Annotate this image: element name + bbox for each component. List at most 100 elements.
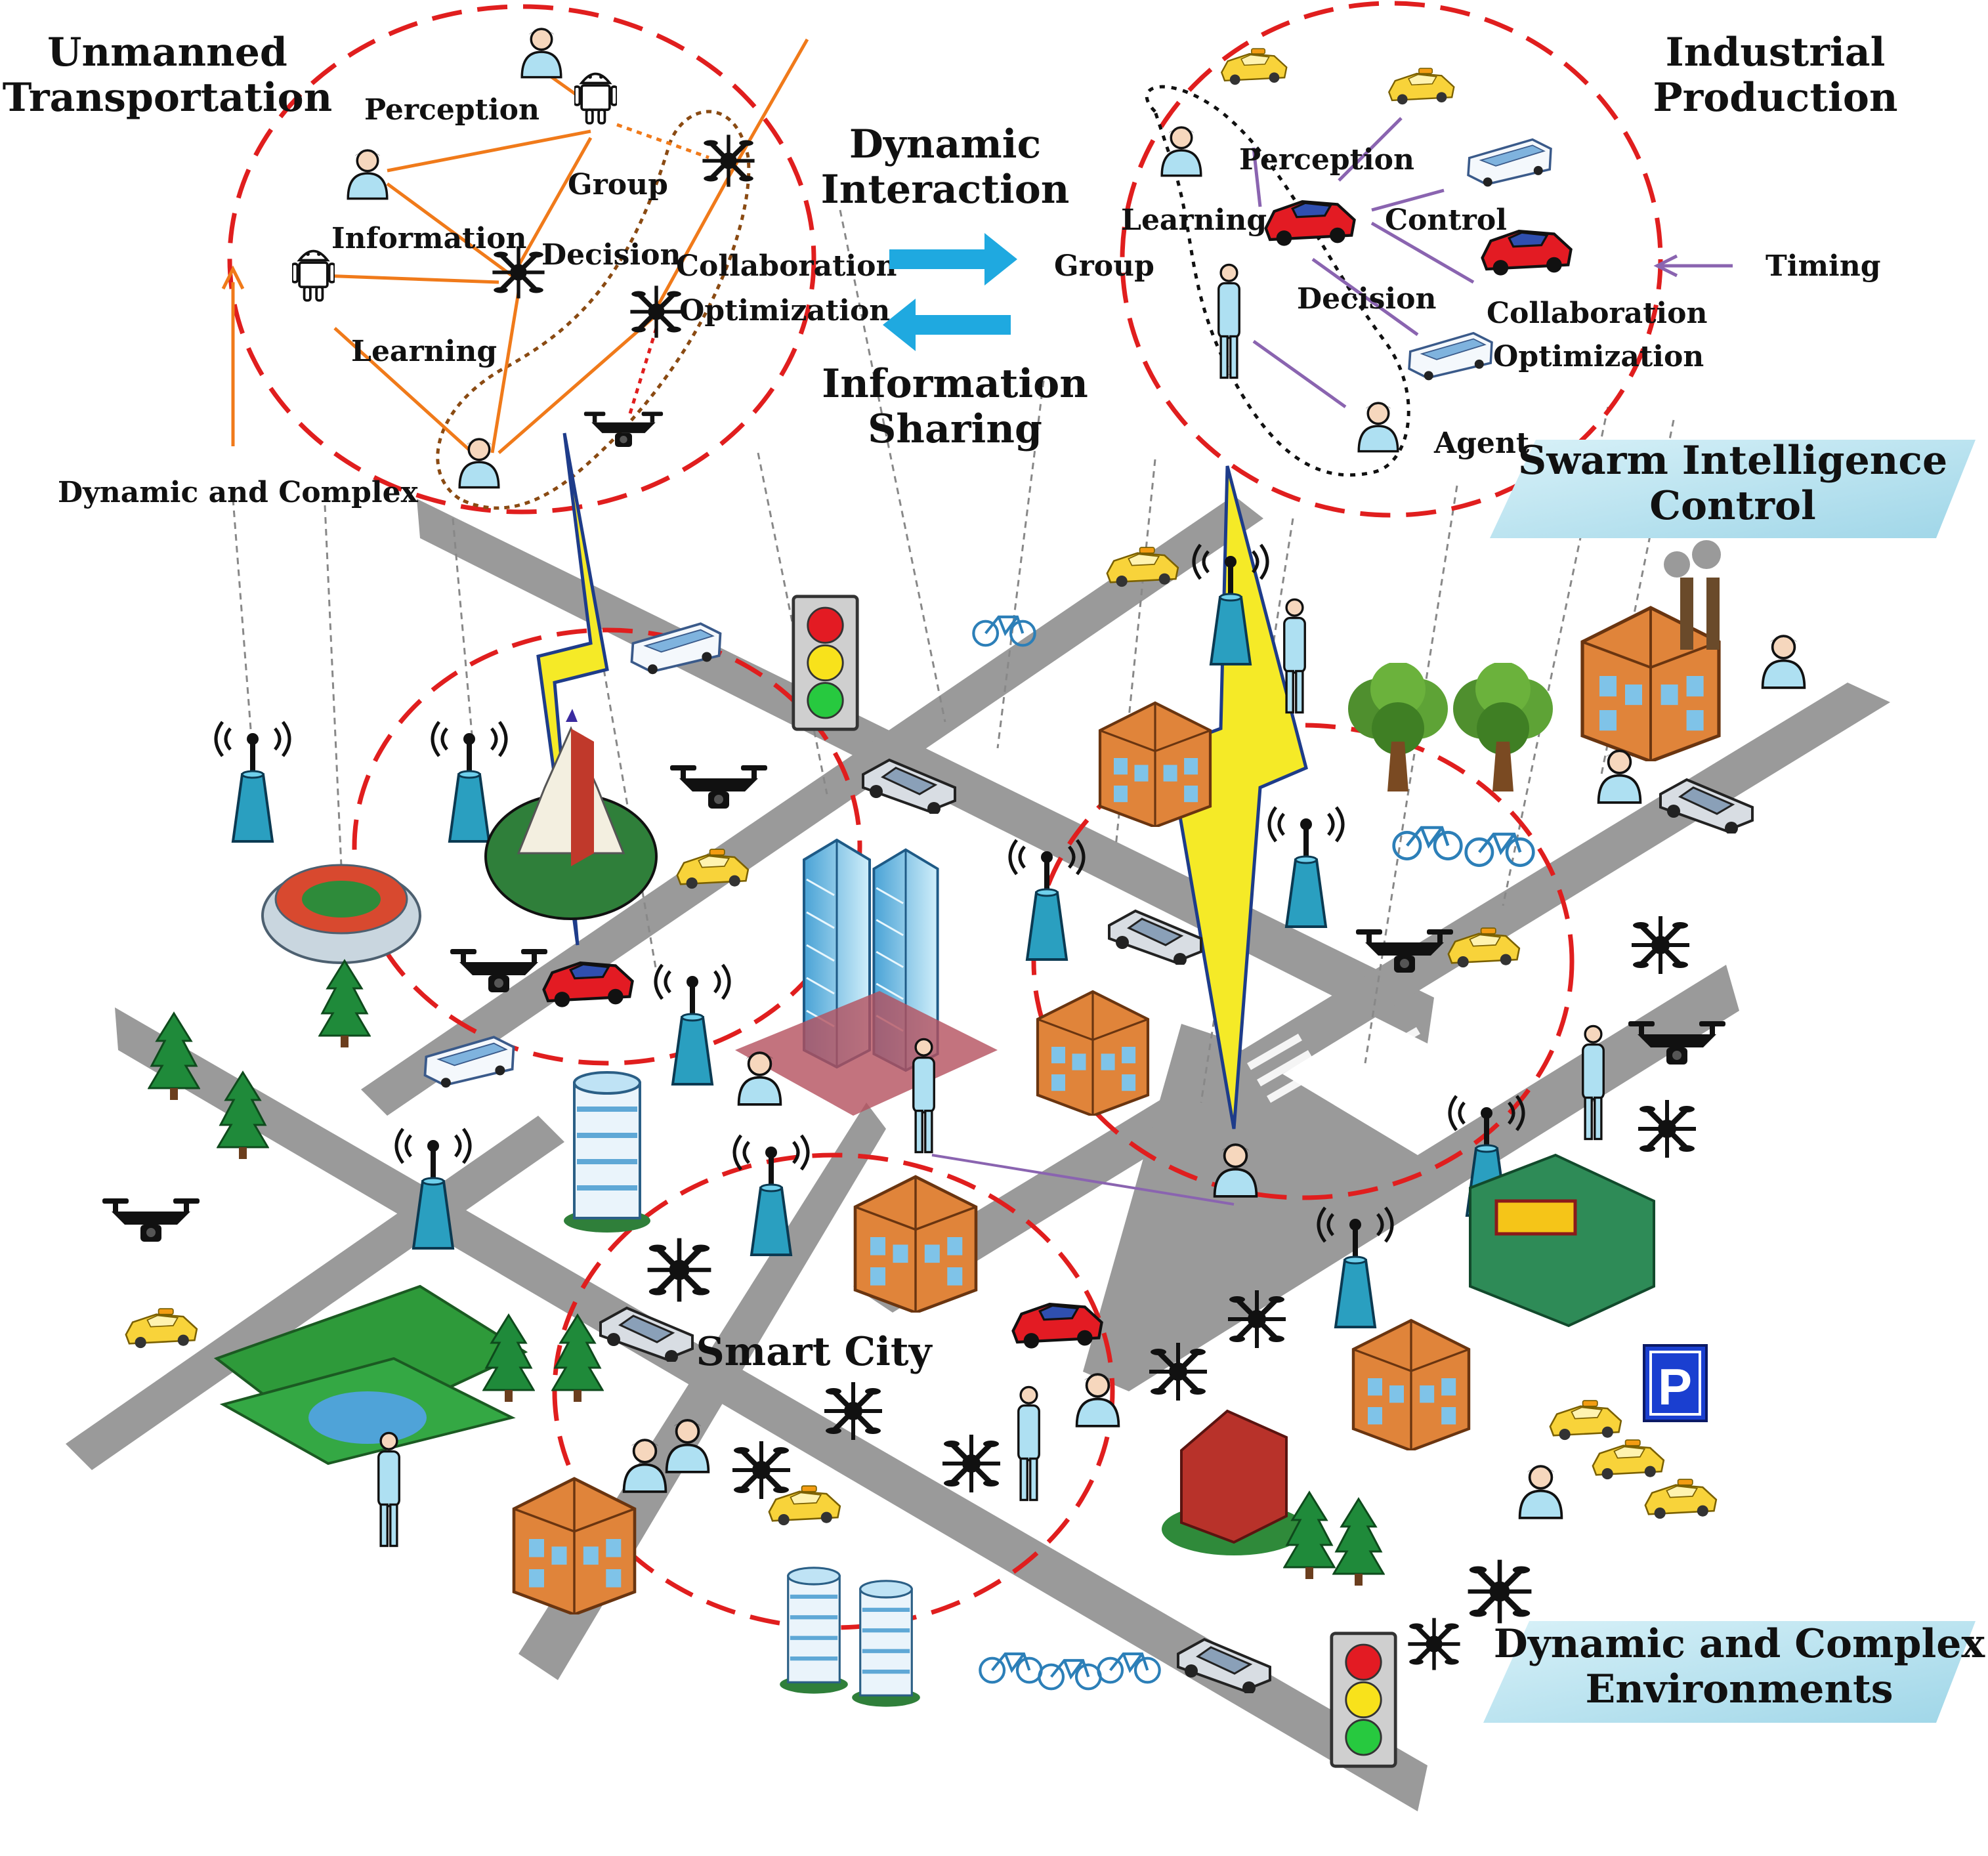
office-tower-icon bbox=[852, 1581, 920, 1707]
arrow-right-icon bbox=[889, 233, 1017, 285]
drone-icon bbox=[1228, 1290, 1286, 1348]
label-perception: Perception bbox=[364, 93, 539, 127]
drone-icon bbox=[583, 411, 664, 447]
drone-icon bbox=[630, 285, 682, 337]
apartment-icon bbox=[1100, 703, 1210, 827]
taxi-icon bbox=[1388, 67, 1455, 106]
drone-icon bbox=[1638, 1100, 1696, 1158]
castle-icon bbox=[484, 709, 658, 920]
car-icon bbox=[1013, 1304, 1102, 1349]
drone-icon bbox=[732, 1441, 790, 1499]
traffic-light-icon bbox=[1332, 1634, 1395, 1766]
office-tower-icon bbox=[780, 1568, 848, 1694]
city-zone-circle bbox=[552, 1152, 1115, 1630]
parking-sign-icon: P bbox=[1643, 1344, 1708, 1422]
industrial-production-cluster: Perception Learning Control Group Decisi… bbox=[1054, 1, 1880, 518]
standing-person-icon bbox=[1283, 598, 1306, 714]
person-icon bbox=[1518, 1465, 1563, 1519]
drone-icon bbox=[824, 1382, 882, 1440]
label-learning-right: Learning bbox=[1121, 203, 1267, 237]
lightning-icon bbox=[536, 432, 609, 946]
bicycle-icon bbox=[1098, 1654, 1159, 1682]
taxi-icon bbox=[1592, 1439, 1665, 1481]
label-control: Control bbox=[1385, 203, 1507, 237]
label-learning: Learning bbox=[351, 335, 497, 368]
label-smart-city: Smart City bbox=[696, 1329, 933, 1375]
apartment-icon bbox=[1038, 992, 1148, 1116]
barn-icon bbox=[1162, 1409, 1306, 1555]
city-objects: P Smart City bbox=[102, 540, 1806, 1766]
taxi-icon bbox=[125, 1307, 198, 1349]
label-decision: Decision bbox=[541, 238, 681, 272]
gas-station-icon bbox=[1469, 1153, 1655, 1328]
label-agent: Agent bbox=[1433, 427, 1530, 460]
drone-icon bbox=[1408, 1618, 1460, 1670]
tree-icon bbox=[1283, 1491, 1336, 1580]
person-icon bbox=[1761, 635, 1806, 689]
car-icon bbox=[1266, 201, 1355, 246]
drone-icon bbox=[1468, 1560, 1532, 1624]
parking-letter: P bbox=[1658, 1358, 1692, 1416]
label-collaboration-right: Collaboration bbox=[1487, 297, 1708, 330]
radio-tower-icon bbox=[656, 965, 729, 1084]
person-icon bbox=[1357, 402, 1399, 453]
label-group-right: Group bbox=[1054, 249, 1154, 283]
label-group: Group bbox=[568, 168, 668, 201]
drone-icon bbox=[648, 1238, 711, 1302]
label-dynamic-and-complex: Dynamic and Complex bbox=[58, 476, 419, 509]
radio-tower-icon bbox=[216, 722, 289, 841]
tree-icon bbox=[318, 960, 371, 1049]
apartment-icon bbox=[1353, 1320, 1469, 1450]
park-icon bbox=[213, 1284, 528, 1466]
plaza-icon bbox=[735, 991, 998, 1116]
tree-icon bbox=[1348, 663, 1448, 791]
bicycle-icon bbox=[1394, 828, 1462, 859]
label-decision-right: Decision bbox=[1297, 282, 1436, 316]
radio-tower-icon bbox=[1010, 840, 1084, 960]
standing-person-icon bbox=[1017, 1385, 1040, 1502]
drone-icon bbox=[1632, 916, 1689, 974]
link-line bbox=[931, 1154, 1235, 1206]
factory-icon bbox=[1582, 540, 1721, 761]
clock-tower-icon bbox=[855, 1177, 976, 1313]
label-collaboration: Collaboration bbox=[676, 249, 897, 283]
city-zone-circle bbox=[1031, 723, 1575, 1200]
radio-tower-icon bbox=[1269, 807, 1343, 927]
drone-icon bbox=[1149, 1343, 1207, 1401]
stadium-icon bbox=[261, 864, 421, 964]
person-icon bbox=[347, 149, 389, 200]
city-zone-circle bbox=[352, 627, 862, 1066]
drone-icon bbox=[942, 1435, 1000, 1492]
label-information: Information bbox=[331, 222, 526, 255]
bicycle-icon bbox=[980, 1654, 1041, 1682]
drone-icon bbox=[702, 135, 754, 186]
taxi-icon bbox=[1644, 1478, 1718, 1520]
tree-icon bbox=[1453, 663, 1553, 791]
bus-icon bbox=[1408, 331, 1493, 381]
bicycle-icon bbox=[1039, 1660, 1100, 1689]
radio-tower-icon bbox=[1319, 1208, 1392, 1327]
radio-tower-icon bbox=[433, 722, 506, 841]
android-robot-icon bbox=[292, 249, 335, 302]
label-perception-right: Perception bbox=[1239, 143, 1414, 177]
taxi-icon bbox=[1549, 1399, 1622, 1441]
drone-icon bbox=[102, 1198, 200, 1242]
school-icon bbox=[514, 1479, 635, 1614]
label-optimization-right: Optimization bbox=[1493, 340, 1704, 373]
arrow-left-icon bbox=[883, 299, 1011, 351]
traffic-light-icon bbox=[793, 597, 857, 729]
bicycle-icon bbox=[1466, 834, 1534, 866]
bus-icon bbox=[1467, 138, 1552, 187]
tree-icon bbox=[148, 1012, 200, 1101]
label-optimization: Optimization bbox=[679, 294, 890, 327]
unmanned-transport-cluster: Perception Group Information Decision Co… bbox=[221, 4, 897, 515]
tree-icon bbox=[482, 1314, 535, 1403]
